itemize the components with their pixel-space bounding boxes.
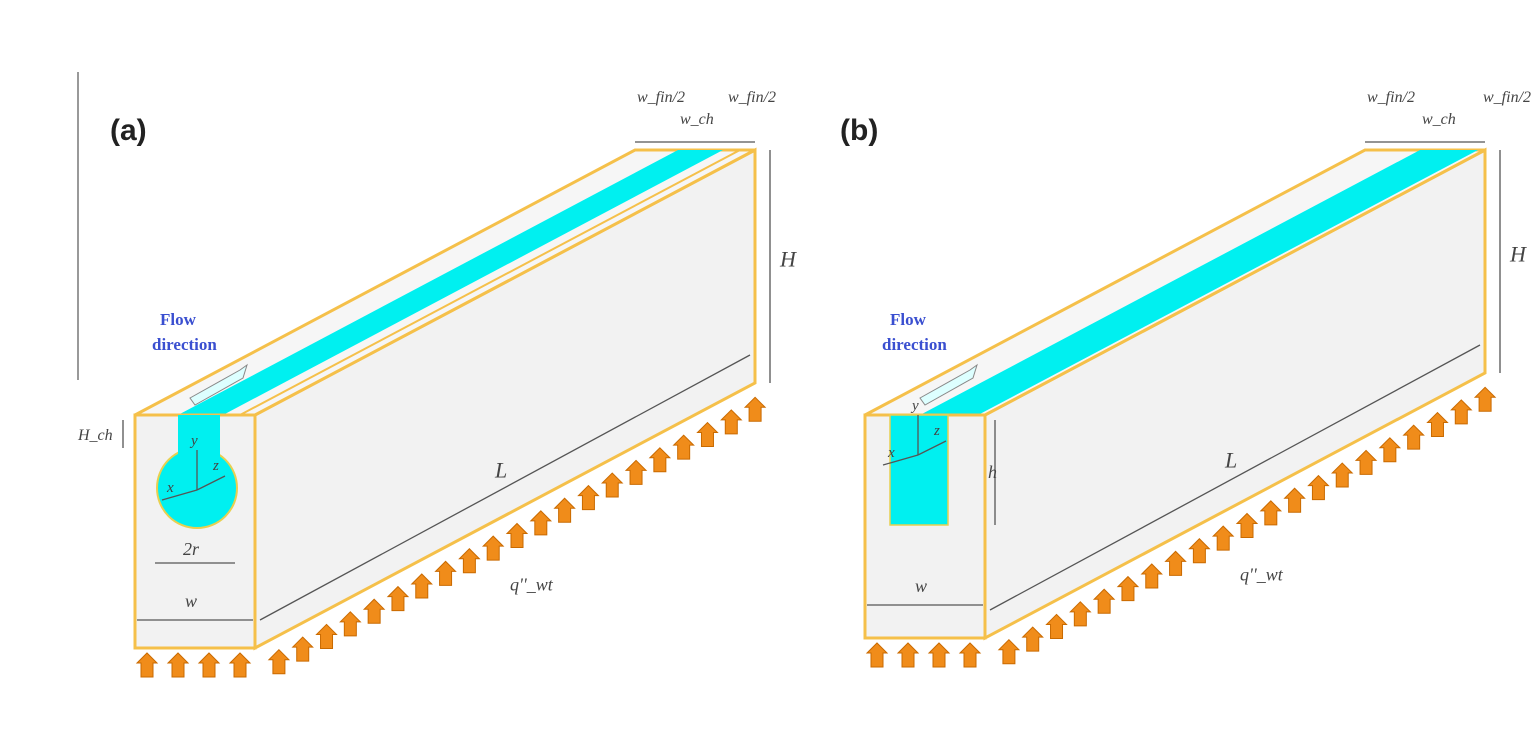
heat-flux-arrow xyxy=(865,642,889,668)
fin-edge xyxy=(239,149,741,416)
heat-flux-arrow xyxy=(1116,575,1140,602)
heat-flux-arrow xyxy=(505,522,529,548)
heat-flux-arrow xyxy=(1235,512,1259,538)
heat-flux-arrow xyxy=(291,636,314,662)
dim-w: w xyxy=(185,591,197,611)
heat-flux-arrow xyxy=(1211,525,1235,551)
heat-flux-arrow xyxy=(997,638,1021,665)
heat-flux-arrow xyxy=(927,642,951,668)
heat-flux-arrow xyxy=(1045,613,1068,639)
heat-flux-arrow xyxy=(553,497,576,523)
fluid-channel-rect xyxy=(889,414,949,526)
heat-flux-arrow xyxy=(386,585,410,612)
dim-h-ch: H_ch xyxy=(77,427,113,444)
heat-flux-arrow xyxy=(1188,538,1211,564)
axis-y-label: y xyxy=(189,433,198,449)
panel-label: (a) xyxy=(110,114,147,147)
heat-flux-arrow xyxy=(1354,449,1378,475)
dim-wch: w_ch xyxy=(1422,111,1456,128)
heat-flux-arrow xyxy=(362,598,386,624)
heat-flux-arrow xyxy=(577,484,600,511)
flow-label: direction xyxy=(152,335,217,354)
axis-y-label: y xyxy=(910,398,919,414)
dim-H: H xyxy=(779,247,797,272)
heat-flux-arrow xyxy=(1021,626,1044,652)
dimension-line xyxy=(196,475,226,491)
dimension-line xyxy=(882,454,919,466)
heat-flux-arrow xyxy=(1069,601,1092,627)
heat-flux-arrow xyxy=(267,648,291,675)
flow-label: Flow xyxy=(890,310,927,329)
axis-x-label: x xyxy=(166,480,174,496)
dim-wfin-left: w_fin/2 xyxy=(1367,89,1415,106)
dim-wfin-left: w_fin/2 xyxy=(637,89,685,106)
heat-flux-arrow xyxy=(339,611,362,637)
heat-flux-arrow xyxy=(720,409,743,435)
dimension-line xyxy=(917,440,947,456)
heat-flux-arrow xyxy=(166,652,190,678)
heat-flux-arrow xyxy=(1450,399,1473,425)
axis-z-label: z xyxy=(212,458,219,474)
flow-label: direction xyxy=(882,335,947,354)
heat-flux-arrow xyxy=(1331,462,1354,488)
fluid-channel-top xyxy=(920,150,1478,415)
heat-flux-arrow xyxy=(1426,411,1449,438)
flow-direction-arrow xyxy=(189,363,248,406)
dim-L: L xyxy=(494,458,507,483)
fluid-channel-top xyxy=(178,150,723,415)
dimension-line xyxy=(259,354,751,621)
heat-flux-arrow xyxy=(1283,487,1306,513)
axis-z-label: z xyxy=(933,423,940,439)
dim-2r: 2r xyxy=(183,539,200,559)
heat-flux-arrow xyxy=(1092,588,1116,614)
heat-flux-label: q''_wt xyxy=(1240,565,1284,585)
dim-wch: w_ch xyxy=(680,111,714,128)
dim-L: L xyxy=(1224,448,1237,473)
heat-flux-arrow xyxy=(601,472,624,498)
heat-flux-arrow xyxy=(135,652,159,678)
heat-flux-arrow xyxy=(529,510,553,536)
heat-flux-arrow xyxy=(1378,437,1402,463)
dim-w: w xyxy=(915,576,927,596)
heat-flux-arrow xyxy=(410,573,433,599)
heat-flux-arrow xyxy=(648,447,672,473)
axis-x-label: x xyxy=(887,445,895,461)
heat-flux-arrow xyxy=(315,623,338,649)
heat-flux-arrow xyxy=(197,652,221,678)
heat-flux-arrow xyxy=(458,548,481,574)
flow-label: Flow xyxy=(160,310,197,329)
flow-direction-arrow xyxy=(919,363,978,406)
heat-flux-arrow xyxy=(896,642,920,668)
heat-flux-arrow xyxy=(624,459,648,485)
heat-flux-arrow xyxy=(1140,563,1163,589)
heat-flux-arrow xyxy=(1259,500,1283,526)
dim-h: h xyxy=(988,462,997,482)
dim-wfin-right: w_fin/2 xyxy=(1483,89,1531,106)
panel-label: (b) xyxy=(840,114,878,147)
fluid-channel-neck xyxy=(178,415,220,460)
heat-flux-arrow xyxy=(672,434,695,460)
heat-flux-arrow xyxy=(434,560,457,586)
heat-flux-arrow xyxy=(1473,386,1497,412)
heat-flux-arrow xyxy=(228,652,252,678)
heat-flux-arrow xyxy=(481,535,505,561)
dim-wfin-right: w_fin/2 xyxy=(728,89,776,106)
heat-flux-arrow xyxy=(958,642,982,668)
heat-flux-arrow xyxy=(1402,424,1425,450)
dimension-line xyxy=(989,344,1481,611)
dimension-line xyxy=(161,489,198,501)
heat-flux-arrow xyxy=(1307,474,1330,501)
heat-flux-arrow xyxy=(696,421,719,448)
heat-flux-arrow xyxy=(1164,550,1187,576)
heat-flux-label: q''_wt xyxy=(510,575,554,595)
dim-H: H xyxy=(1509,242,1527,267)
heat-flux-arrow xyxy=(743,396,767,422)
